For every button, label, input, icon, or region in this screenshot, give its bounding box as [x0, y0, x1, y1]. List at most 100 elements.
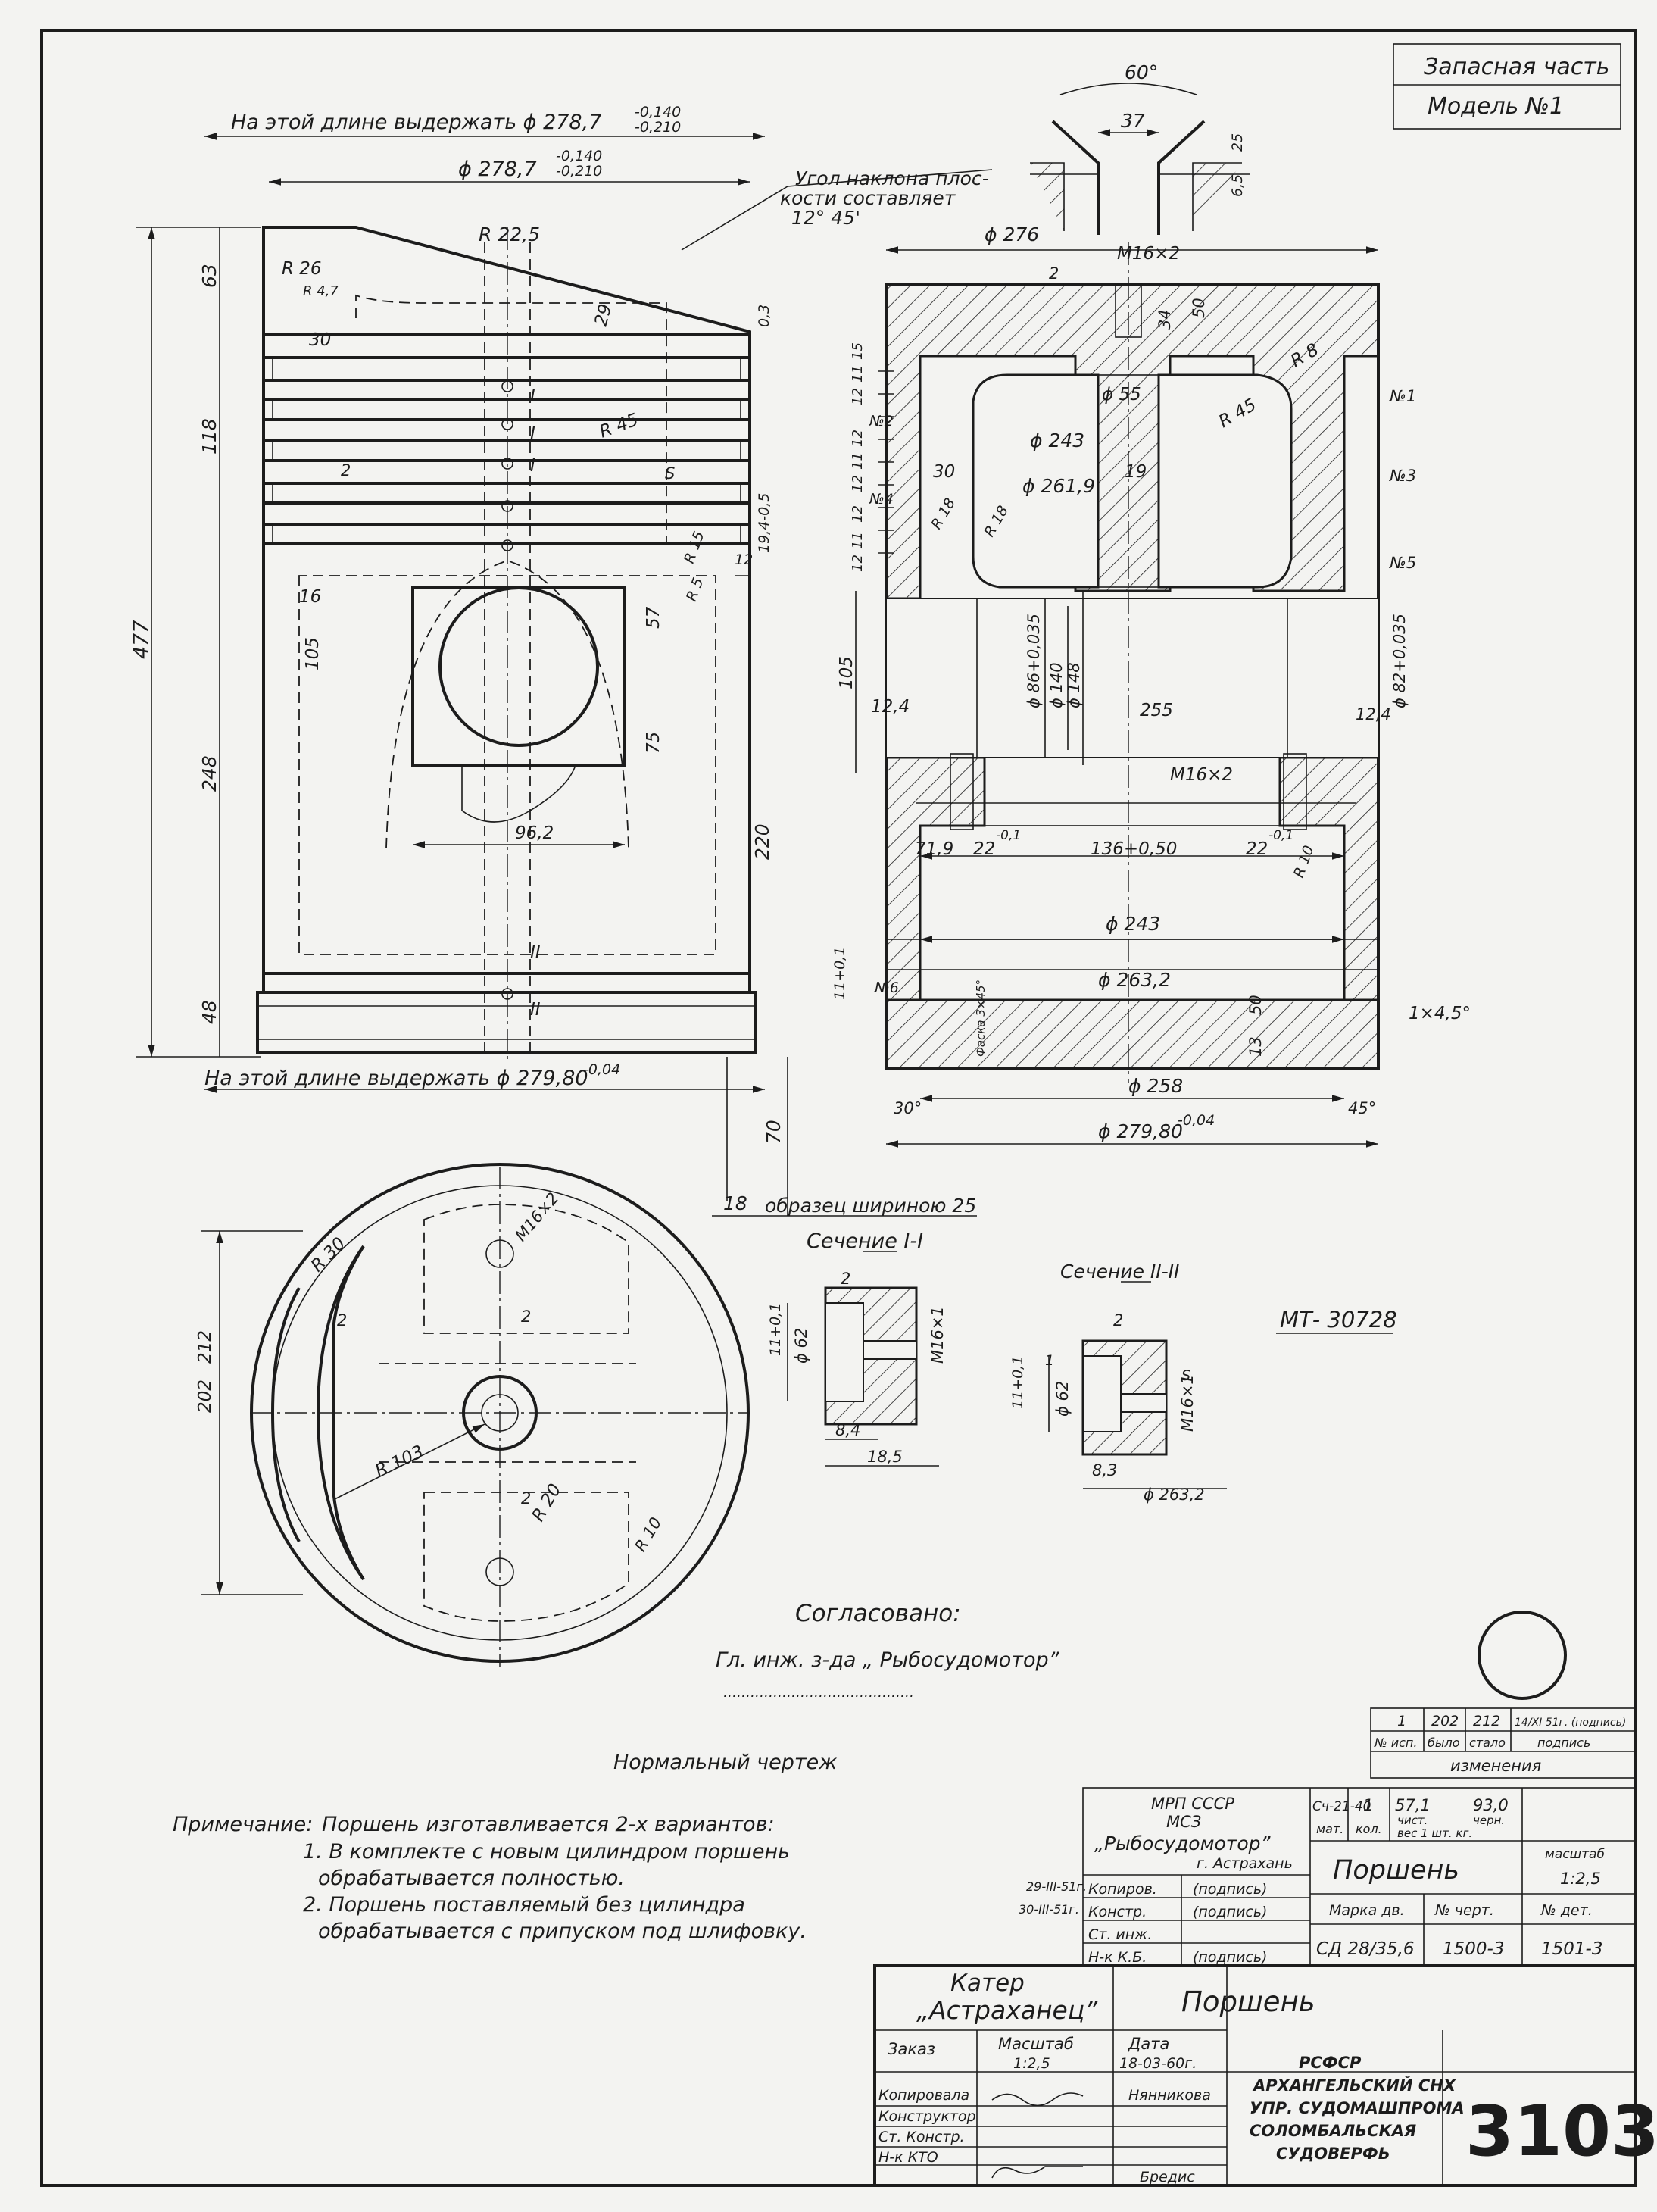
dim-71-9: 71,9	[915, 839, 953, 859]
ring-w-12e: 12	[850, 555, 866, 572]
dim-d55: ϕ 55	[1102, 385, 1141, 405]
marka-hdr-2: № черт.	[1434, 1902, 1494, 1919]
dim-top-tol-b: -0,210	[635, 119, 681, 136]
mat-3: 57,1	[1395, 1796, 1431, 1814]
title-block-lower: Катер „Астраханец” Поршень Заказ Масштаб…	[873, 1964, 1657, 2187]
dim-57: 57	[644, 606, 663, 629]
s1-dim-18-5: 18,5	[867, 1448, 903, 1466]
dim-220: 220	[751, 823, 773, 860]
s2-dim-d263-2: ϕ 263,2	[1144, 1486, 1205, 1504]
scale-value: 1:2,5	[1560, 1870, 1601, 1888]
agreement-line: Гл. инж. з-да „ Рыбосудомотор”	[716, 1648, 1060, 1672]
dim-63: 63	[198, 264, 220, 288]
piston-bottom-view: R 30 M16×2 202 212 R 103 R 20 R 10 2 2 2	[195, 1163, 750, 1667]
mark-2-b: 2	[521, 1308, 531, 1326]
dim-29: 29	[591, 302, 616, 329]
dim-11-01: 11+0,1	[832, 947, 848, 1000]
dim-22-left: 22	[973, 839, 995, 859]
role-lower-1: Копировала	[878, 2087, 969, 2104]
agreement-block: Согласовано: Гл. инж. з-да „ Рыбосудомот…	[716, 1600, 1060, 1701]
dim-bottom-note: На этой длине выдержать ϕ 279,80	[204, 1067, 588, 1090]
ring-no2: №2	[869, 413, 894, 430]
dim-30deg: 30°	[894, 1099, 922, 1117]
ring-no5: №5	[1389, 554, 1416, 572]
dim-d-tol-a: -0,140	[556, 148, 602, 164]
sheet-number: 3103	[1465, 2091, 1657, 2172]
chg-r1-c3: 212	[1473, 1713, 1500, 1729]
dim-1x4-5: 1×4,5°	[1409, 1004, 1471, 1023]
dim-d261-9: ϕ 261,9	[1022, 475, 1095, 497]
s2-dim-11: 11+0,1	[1009, 1356, 1026, 1409]
mat-4: 93,0	[1473, 1796, 1509, 1814]
piston-front-view: На этой длине выдержать ϕ 278,7 -0,140 -…	[130, 104, 993, 1217]
role-4: Н-к К.Б.	[1088, 1949, 1147, 1966]
dim-30-sec: 30	[933, 462, 955, 482]
mat-1: Сч-21-40	[1312, 1799, 1371, 1814]
dim-2-top: 2	[1049, 264, 1059, 283]
marka-hdr-1: Марка дв.	[1329, 1902, 1405, 1919]
org-2: МСЗ	[1166, 1813, 1201, 1831]
dim-96-2: 96,2	[515, 823, 554, 843]
s2-dim-M16x1: M16×1	[1178, 1374, 1197, 1432]
mark-I-3: I	[530, 456, 535, 476]
section-II-II: Сечение II-II 2 11+0,1 1 ϕ 62 M16×1 8,3 …	[1009, 1261, 1227, 1504]
dim-34: 34	[1156, 309, 1174, 330]
date-2: 30-III-51г.	[1019, 1902, 1079, 1917]
dim-0-3: 0,3	[756, 305, 772, 327]
dim-105: 105	[303, 637, 323, 670]
dim-105-sec: 105	[837, 656, 857, 689]
mark-I-2: I	[530, 424, 535, 444]
dim-118: 118	[198, 418, 220, 455]
signature-1	[991, 2092, 1084, 2107]
dim-45deg: 45°	[1348, 1099, 1376, 1117]
dim-top-tol-a: -0,140	[635, 104, 681, 120]
section1-title: Сечение I-I	[807, 1229, 923, 1253]
dim-d276: ϕ 276	[985, 223, 1039, 245]
dim-16: 16	[299, 587, 321, 607]
sheet-frame	[40, 29, 1637, 2187]
dim-R20: R 20	[529, 1480, 566, 1525]
dim-75: 75	[644, 732, 663, 754]
order-val-2: 1:2,5	[1013, 2055, 1050, 2072]
ring-w-11c: 11	[850, 532, 866, 549]
dim-d82: ϕ 82+0,035	[1390, 614, 1409, 708]
s2-dim-d62: ϕ 62	[1053, 1381, 1072, 1417]
role-2: Констр.	[1088, 1904, 1147, 1920]
piston-section-view: 60° 37 25 6,5	[832, 61, 1471, 1148]
stamp-spare-part: Запасная часть	[1424, 54, 1609, 80]
mark-II-2: II	[530, 1000, 541, 1020]
mark-2-c: 2	[521, 1489, 531, 1507]
mark-II-1: II	[530, 943, 541, 963]
dim-22-left-tol: -0,1	[996, 828, 1021, 843]
note-angle-3: 12° 45'	[791, 207, 860, 229]
dim-M16x2-bottom: M16×2	[511, 1189, 562, 1245]
s1-dim-d62: ϕ 62	[792, 1328, 810, 1364]
vessel-2: „Астраханец”	[916, 1995, 1098, 2025]
dim-12-front: 12	[735, 551, 753, 568]
dim-R18-a: R 18	[928, 495, 959, 533]
s1-dim-8-4: 8,4	[835, 1421, 860, 1439]
org-4: г. Астрахань	[1197, 1855, 1293, 1872]
sign-2: (подпись)	[1193, 1904, 1267, 1920]
ring-w-12a: 12	[850, 388, 866, 405]
mat-hdr-5: вес 1 шт. кг.	[1397, 1826, 1472, 1840]
section2-title: Сечение II-II	[1060, 1261, 1179, 1283]
ring-w-12d: 12	[850, 505, 866, 523]
mat-hdr-1: мат.	[1316, 1822, 1343, 1836]
s1-dim-M16x1: M16×1	[928, 1306, 947, 1364]
dim-top-note: На этой длине выдержать ϕ 278,7	[231, 111, 601, 134]
dim-d243-top: ϕ 243	[1030, 430, 1084, 451]
part-name-upper: Поршень	[1333, 1855, 1459, 1886]
dim-136: 136+0,50	[1091, 839, 1177, 859]
dim-d-tol-b: -0,210	[556, 163, 602, 180]
note-block: Примечание: Поршень изготавливается 2-х …	[173, 1813, 807, 1943]
note-item-1b: обрабатывается полностью.	[318, 1867, 625, 1890]
dim-60deg: 60°	[1125, 61, 1158, 83]
mark-2-front: 2	[341, 461, 351, 480]
role-lower-2: Конструктор	[878, 2108, 976, 2125]
mark-S-front: S	[665, 464, 675, 483]
dim-M16x2-right: M16×2	[1170, 765, 1233, 785]
org-3: „Рыбосудомотор”	[1094, 1832, 1271, 1854]
changes-table: 1 202 212 14/XI 51г. (подпись) № исп. бы…	[1370, 1707, 1637, 1779]
